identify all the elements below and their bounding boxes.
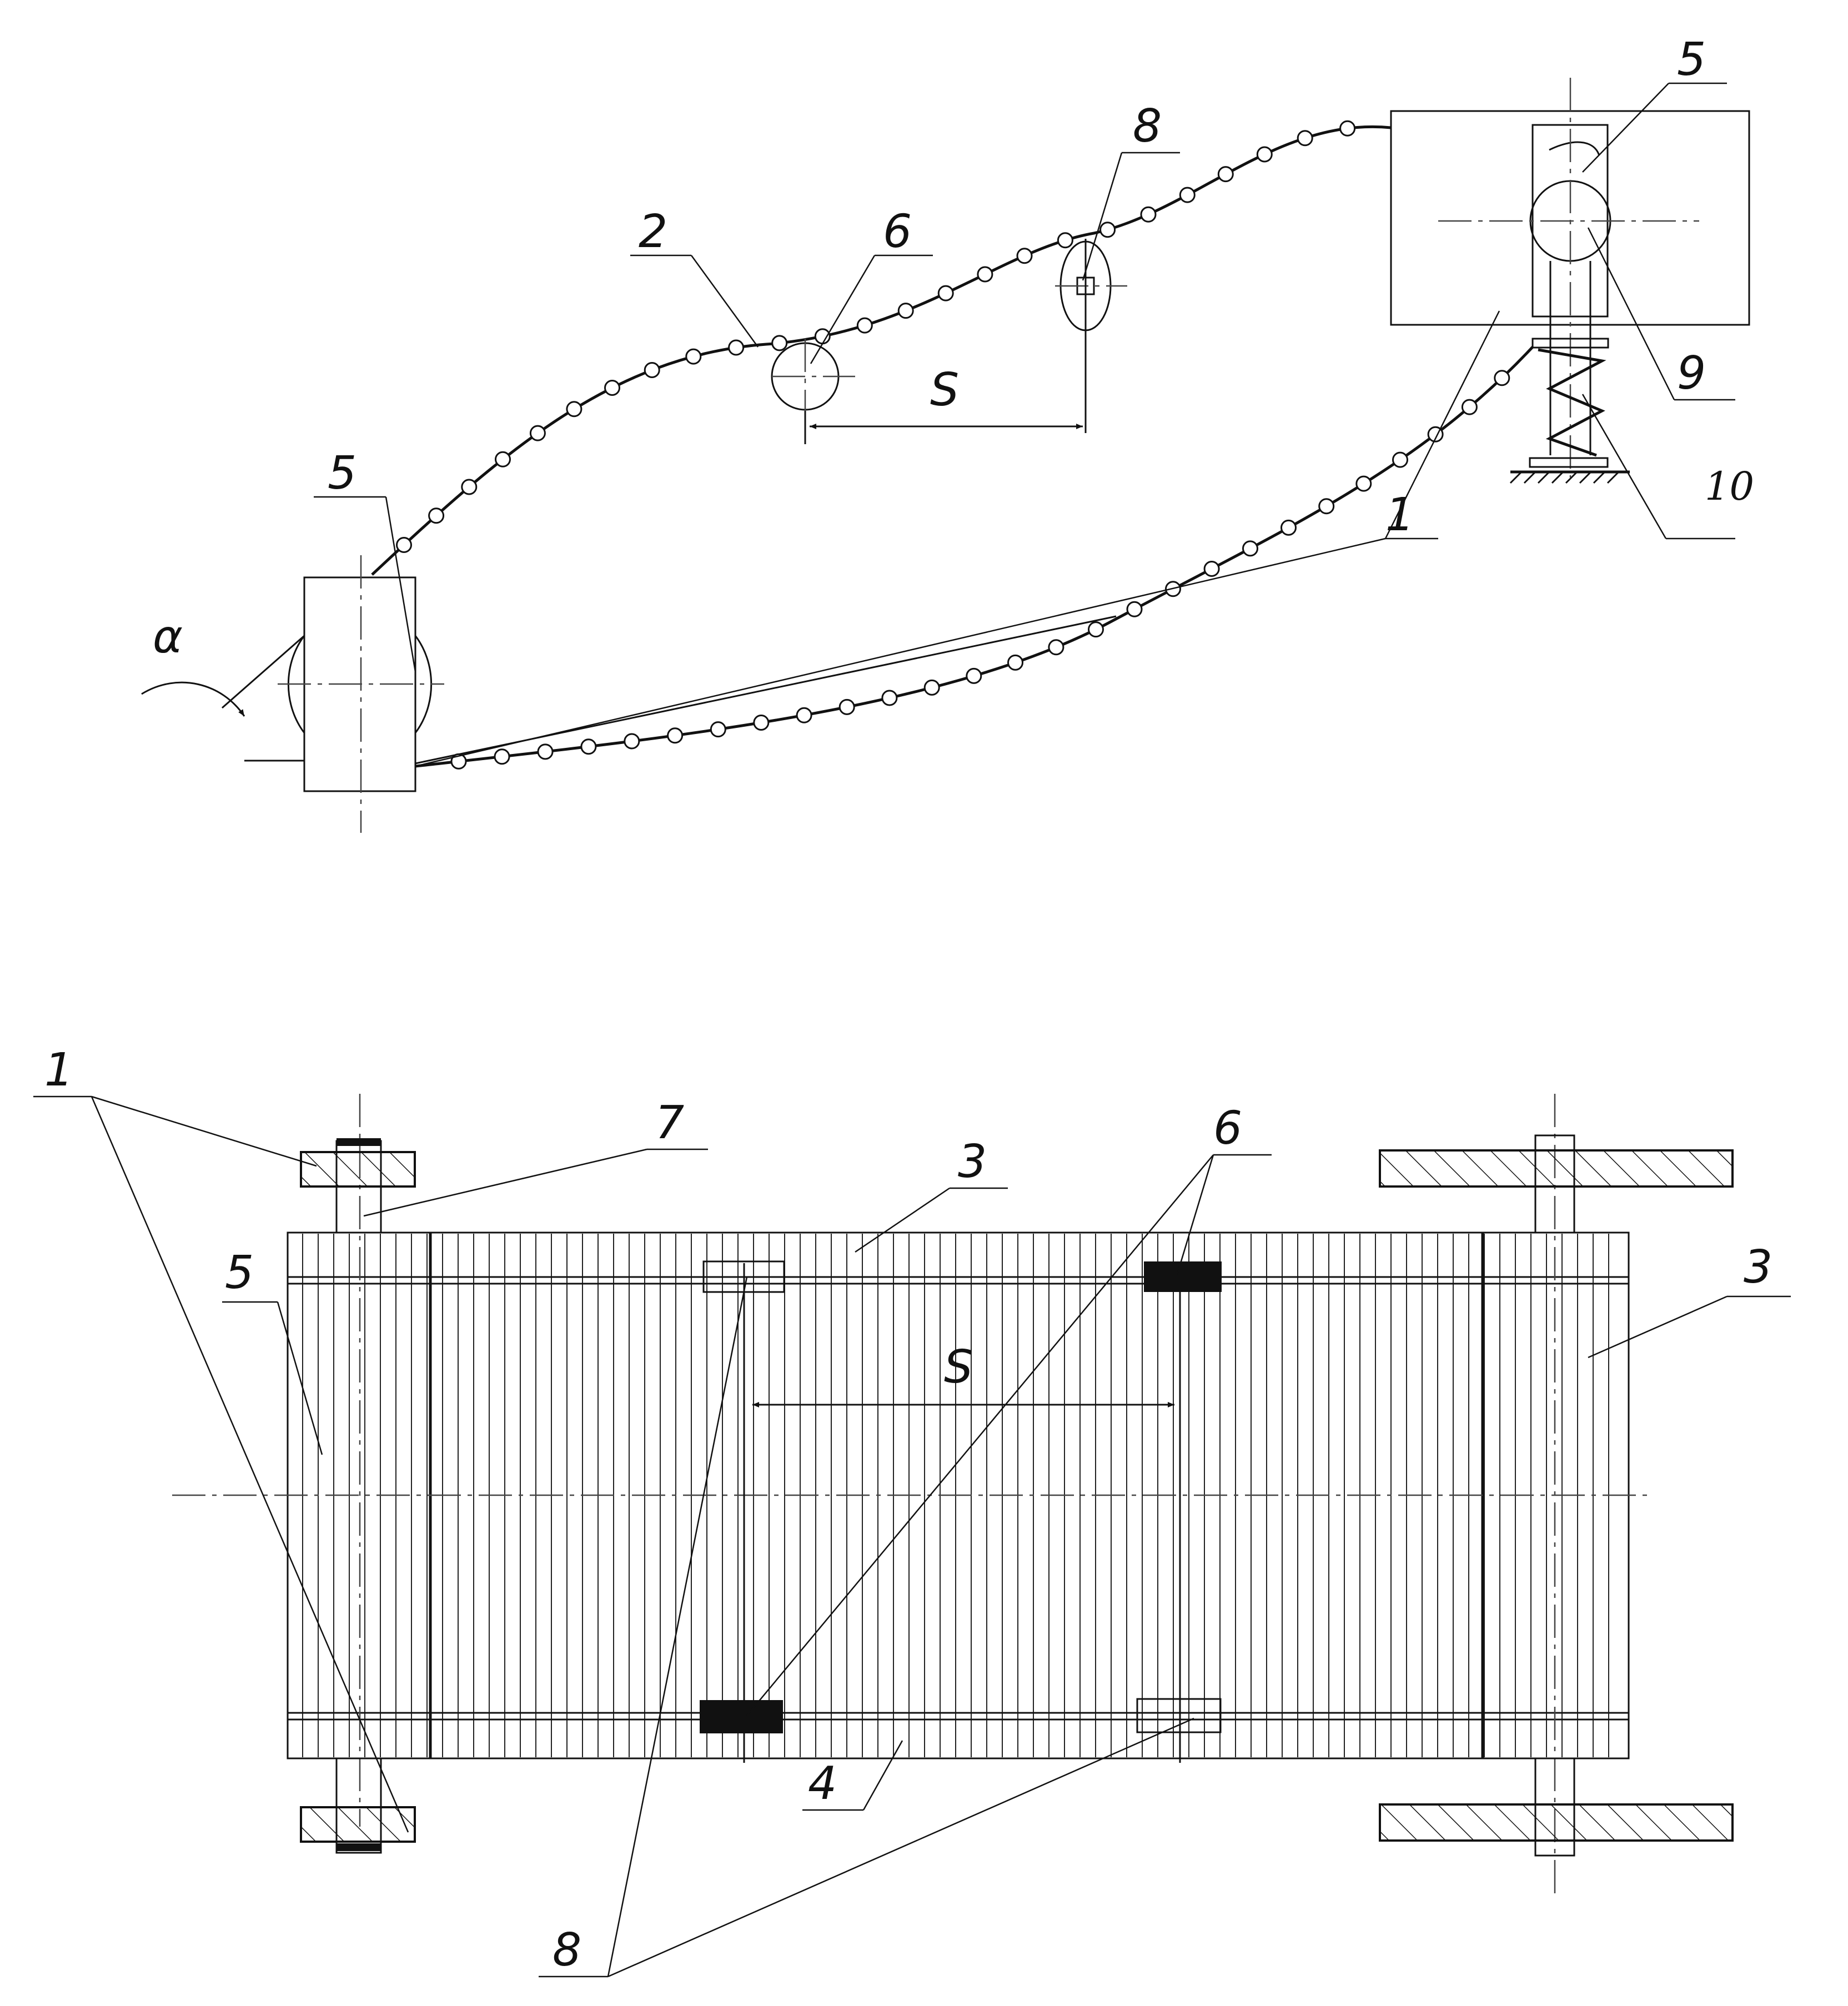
plan-view: S 1 7 3 3 6 5 4 8 [33, 1044, 1791, 1978]
cam-8 [1055, 239, 1127, 433]
chain-link [1318, 498, 1335, 515]
plan-label-rail-3-right: 3 [1744, 1241, 1772, 1294]
plan-pitch-label: S [944, 1341, 973, 1394]
spring-10 [1509, 338, 1630, 484]
chain-link [624, 733, 640, 750]
chain-link [1297, 130, 1313, 147]
plan-label-belt-1: 1 [44, 1044, 73, 1097]
chain-link [1280, 519, 1297, 536]
chain-link [897, 303, 914, 319]
label-chain-2: 2 [639, 205, 667, 258]
chain-link [604, 380, 620, 396]
chain-link [966, 667, 982, 684]
chain-link [881, 690, 898, 706]
chain-link [1140, 206, 1157, 223]
chain-link [856, 317, 873, 334]
chain-link [1126, 601, 1143, 617]
chain-link [1355, 475, 1372, 492]
chain-link [710, 721, 726, 738]
side-view: S 5 2 6 8 5 9 10 1 α [141, 33, 1754, 833]
side-pitch-label: S [930, 364, 959, 416]
chain-link [494, 748, 510, 765]
chain-link [1392, 451, 1408, 468]
chain-link [1217, 166, 1234, 183]
right-shaft [1379, 1094, 1734, 1899]
chain-link [529, 425, 546, 441]
roller-6 [771, 339, 855, 444]
chain-link [1007, 654, 1023, 671]
chain-link [1088, 621, 1104, 638]
chain-link [495, 451, 511, 467]
chain-link [771, 335, 788, 351]
chain-link [753, 715, 770, 731]
lower-chain [415, 346, 1534, 768]
chain-link [1339, 120, 1356, 137]
side-pitch-dimension: S [804, 364, 1083, 444]
right-drive-block [1390, 78, 1750, 484]
chain-link [1016, 248, 1033, 264]
chain-link [566, 401, 582, 418]
chain-link [685, 348, 702, 365]
chain-link [1057, 232, 1073, 249]
roller-block-top [1144, 1261, 1222, 1292]
chain-link [537, 743, 554, 760]
chain-link [1048, 639, 1064, 656]
cam-block-bottom [1136, 1698, 1222, 1733]
chain-link [1242, 540, 1258, 557]
chain-link [580, 738, 597, 755]
chain-link [1099, 222, 1116, 238]
plan-label-cams-8: 8 [553, 1924, 581, 1977]
left-shaft [300, 1094, 416, 1854]
plan-label-frame-5: 5 [225, 1246, 254, 1299]
roller-block-bottom [700, 1700, 783, 1733]
chain-link [644, 362, 660, 378]
chain-link [977, 266, 993, 283]
chain-link [923, 679, 940, 696]
left-idler [141, 555, 444, 833]
chain-link [1203, 561, 1220, 577]
chain-link [461, 479, 478, 495]
chain-link [1461, 399, 1478, 415]
label-cam-8: 8 [1133, 100, 1162, 153]
label-angle-alpha: α [153, 611, 183, 663]
plan-pitch-dimension: S [752, 1341, 1174, 1407]
chain-link [1179, 187, 1196, 203]
plan-label-rail-4: 4 [808, 1757, 837, 1810]
chain-links [396, 120, 1510, 770]
label-idler-right: 5 [1677, 33, 1706, 86]
plan-label-shaft-7: 7 [655, 1097, 684, 1149]
chain-link [796, 707, 812, 723]
chain-link [937, 285, 954, 301]
label-roller-6: 6 [883, 205, 912, 258]
label-spring-10: 10 [1705, 464, 1754, 509]
label-belt-1: 1 [1385, 489, 1414, 541]
chain-link [450, 753, 467, 770]
chain-link [1494, 370, 1510, 386]
chain-link [1256, 146, 1273, 163]
chain-link [428, 507, 445, 524]
chain-link [838, 698, 855, 715]
plan-label-rail-3-top: 3 [958, 1135, 987, 1188]
chain-link [396, 537, 412, 553]
chain-link [728, 339, 745, 356]
label-idler-left: 5 [328, 447, 356, 500]
plan-label-rollers-6: 6 [1213, 1102, 1242, 1155]
label-drive-wheel-9: 9 [1677, 347, 1706, 400]
upper-chain [371, 125, 1392, 576]
chain-link [667, 727, 684, 744]
